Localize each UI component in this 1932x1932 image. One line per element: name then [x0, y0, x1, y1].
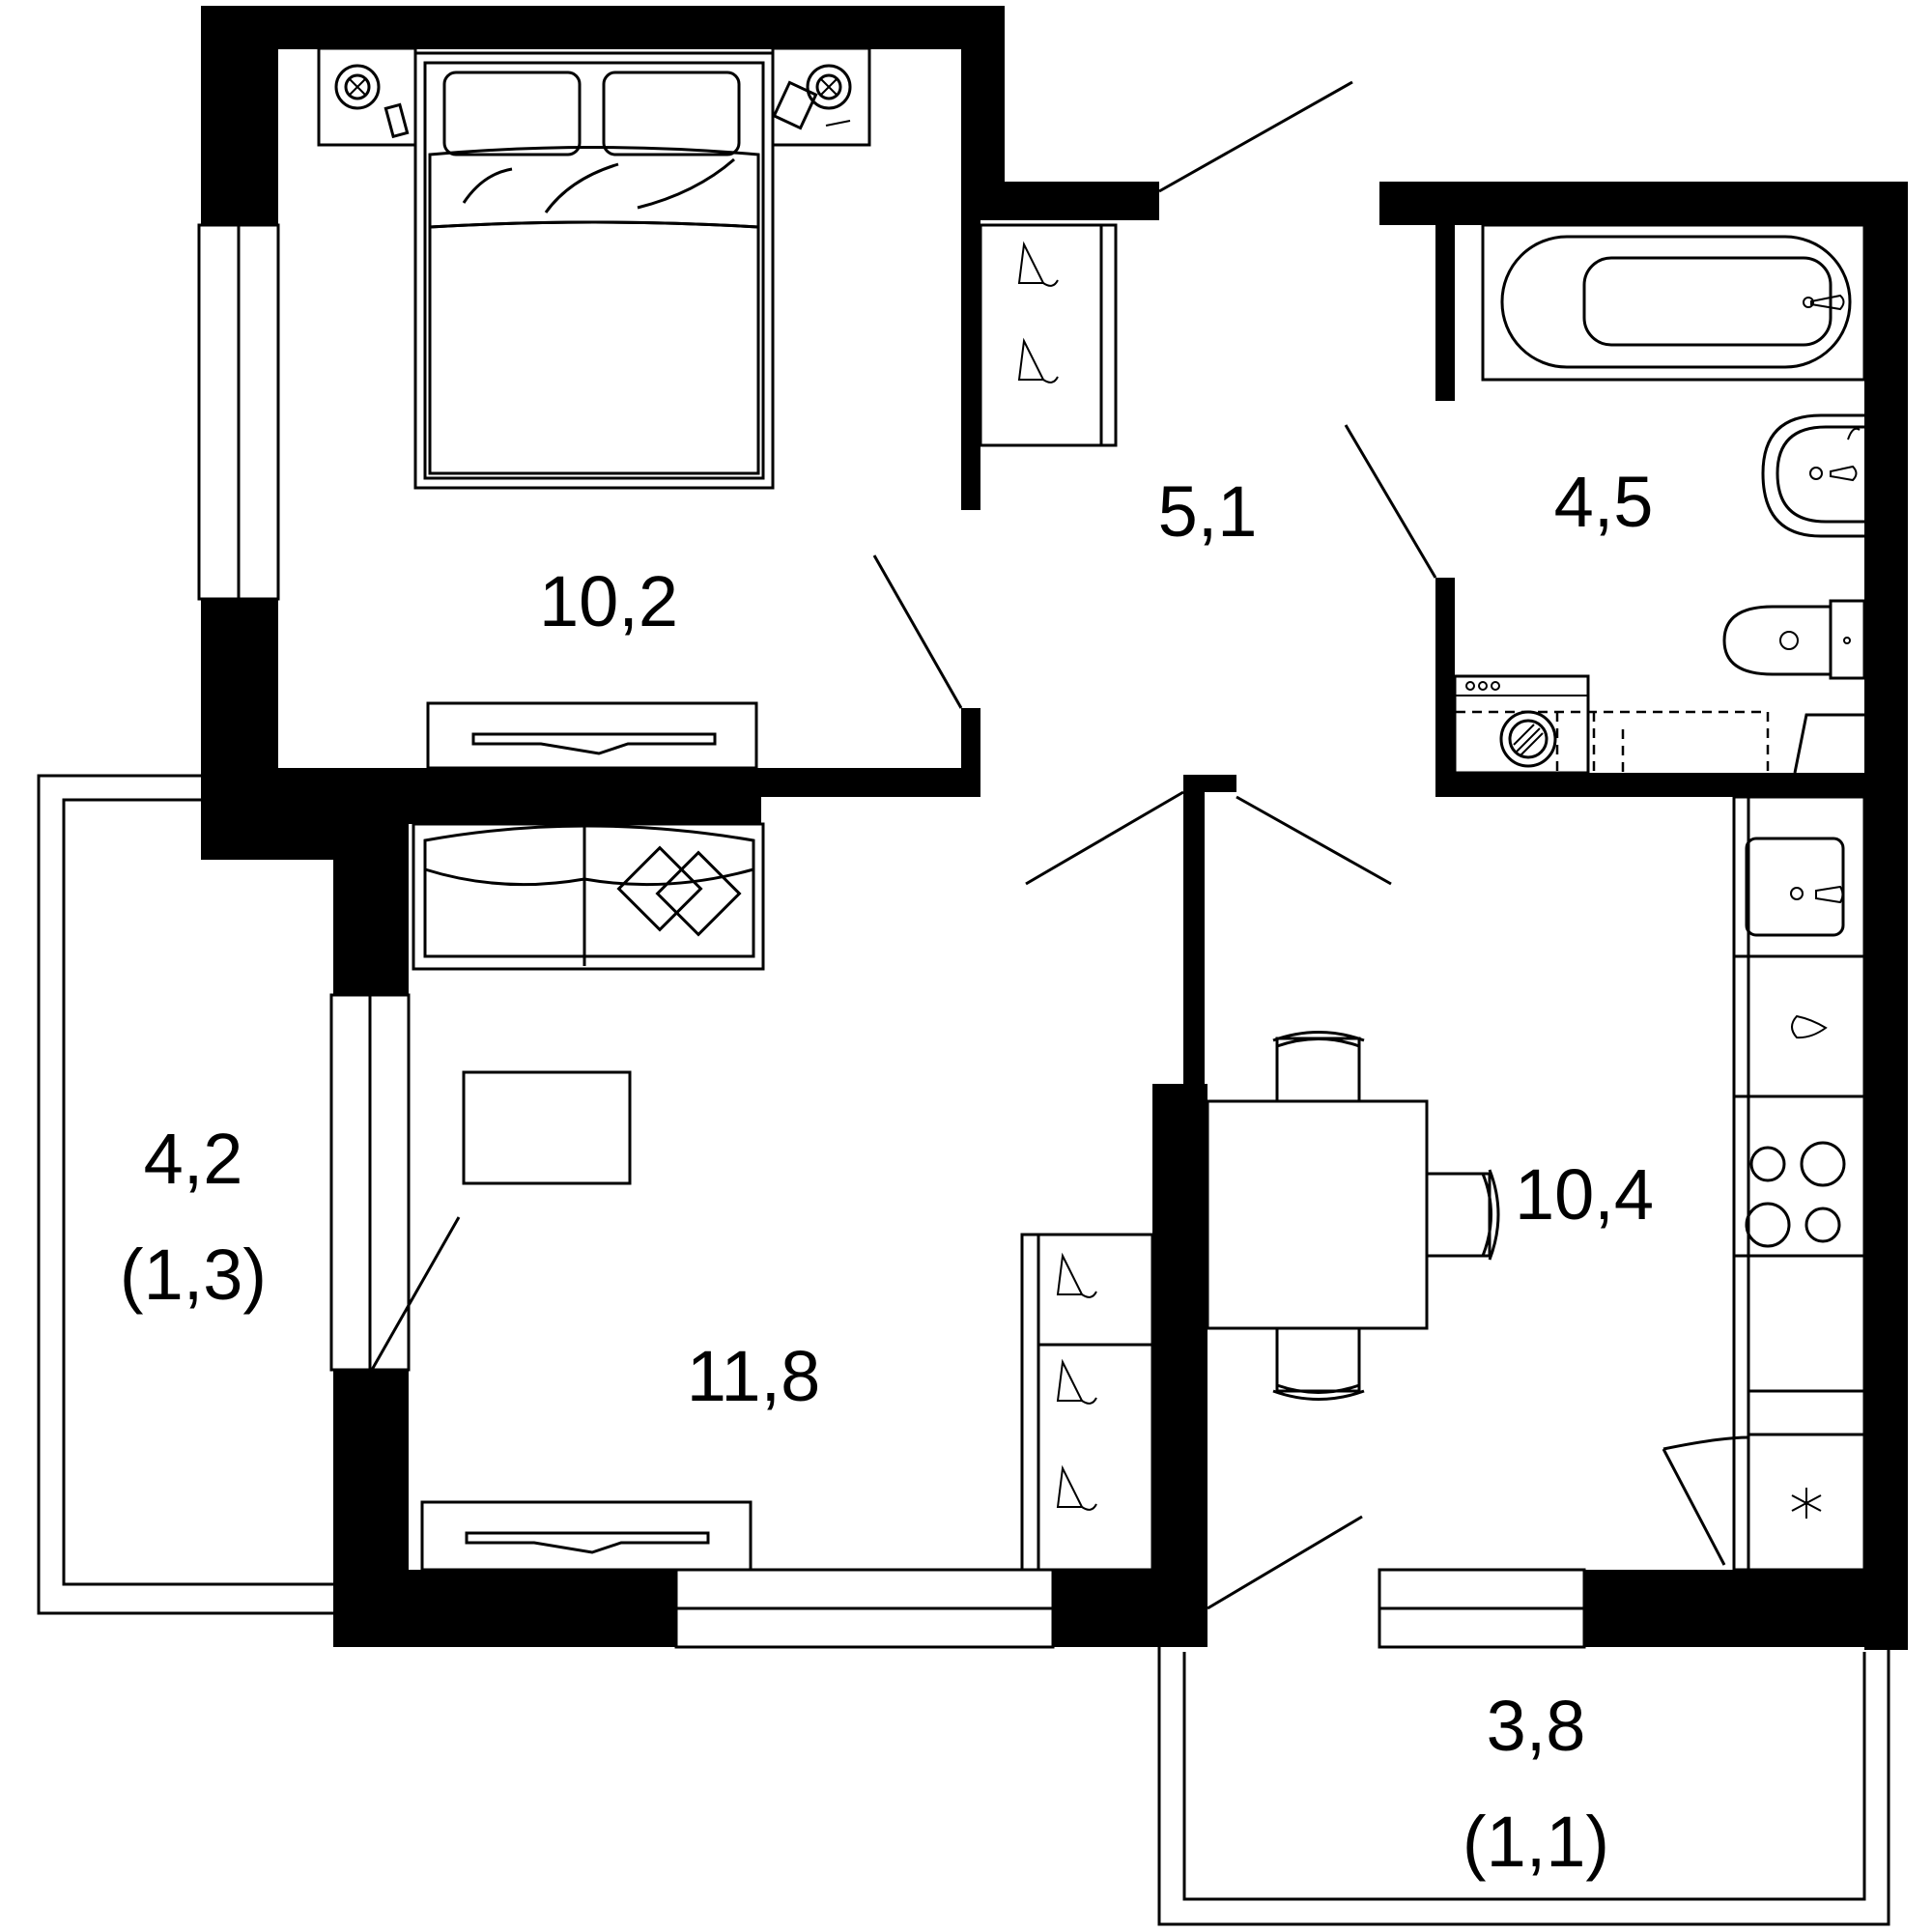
bathroom-area-label: 4,5	[1554, 462, 1654, 542]
nightstand-left	[317, 46, 417, 147]
tv-bedroom	[426, 701, 758, 770]
living-area-label: 11,8	[687, 1336, 821, 1416]
sofa	[412, 822, 765, 971]
washing-machine	[1453, 674, 1590, 775]
door-swings	[370, 80, 1437, 1610]
walls	[201, 6, 1908, 1650]
window-kitchen-south	[1378, 1568, 1586, 1649]
nightstand-right	[771, 46, 871, 147]
chair-top	[1272, 1031, 1365, 1103]
bathroom-sink	[1761, 413, 1864, 538]
toilet	[1722, 599, 1866, 680]
bath-shelf	[1793, 713, 1864, 774]
window-bedroom-west	[197, 223, 280, 601]
coffee-table	[462, 1070, 632, 1185]
fridge	[1662, 1435, 1822, 1566]
bedroom-area-label: 10,2	[539, 561, 678, 641]
kitchen-counter	[1732, 795, 1866, 1572]
cabinet-dashed	[1437, 710, 1864, 786]
balcony-west-area-label: 4,2	[144, 1119, 243, 1199]
bathtub	[1481, 223, 1866, 382]
window-living-west	[329, 993, 411, 1372]
kitchen-area-label: 10,4	[1515, 1154, 1654, 1235]
tv-living	[420, 1500, 753, 1572]
kitchen-sink	[1745, 837, 1845, 937]
double-bed	[413, 51, 775, 490]
hall-area-label: 5,1	[1158, 471, 1258, 552]
dining-table	[1206, 1099, 1429, 1330]
chair-right	[1425, 1169, 1500, 1261]
balcony-west	[37, 774, 333, 1615]
wardrobe-living	[1020, 1233, 1154, 1572]
window-living-south	[674, 1568, 1055, 1649]
chair-bottom	[1272, 1326, 1365, 1401]
stove	[1745, 1141, 1846, 1248]
balcony-west-reduced-label: (1,3)	[120, 1235, 267, 1315]
wardrobe-bedroom	[979, 223, 1118, 447]
dishwasher	[1791, 1014, 1828, 1039]
balcony-south	[1157, 1642, 1890, 1926]
balcony-south-area-label: 3,8	[1487, 1686, 1586, 1766]
balcony-south-reduced-label: (1,1)	[1463, 1802, 1609, 1882]
